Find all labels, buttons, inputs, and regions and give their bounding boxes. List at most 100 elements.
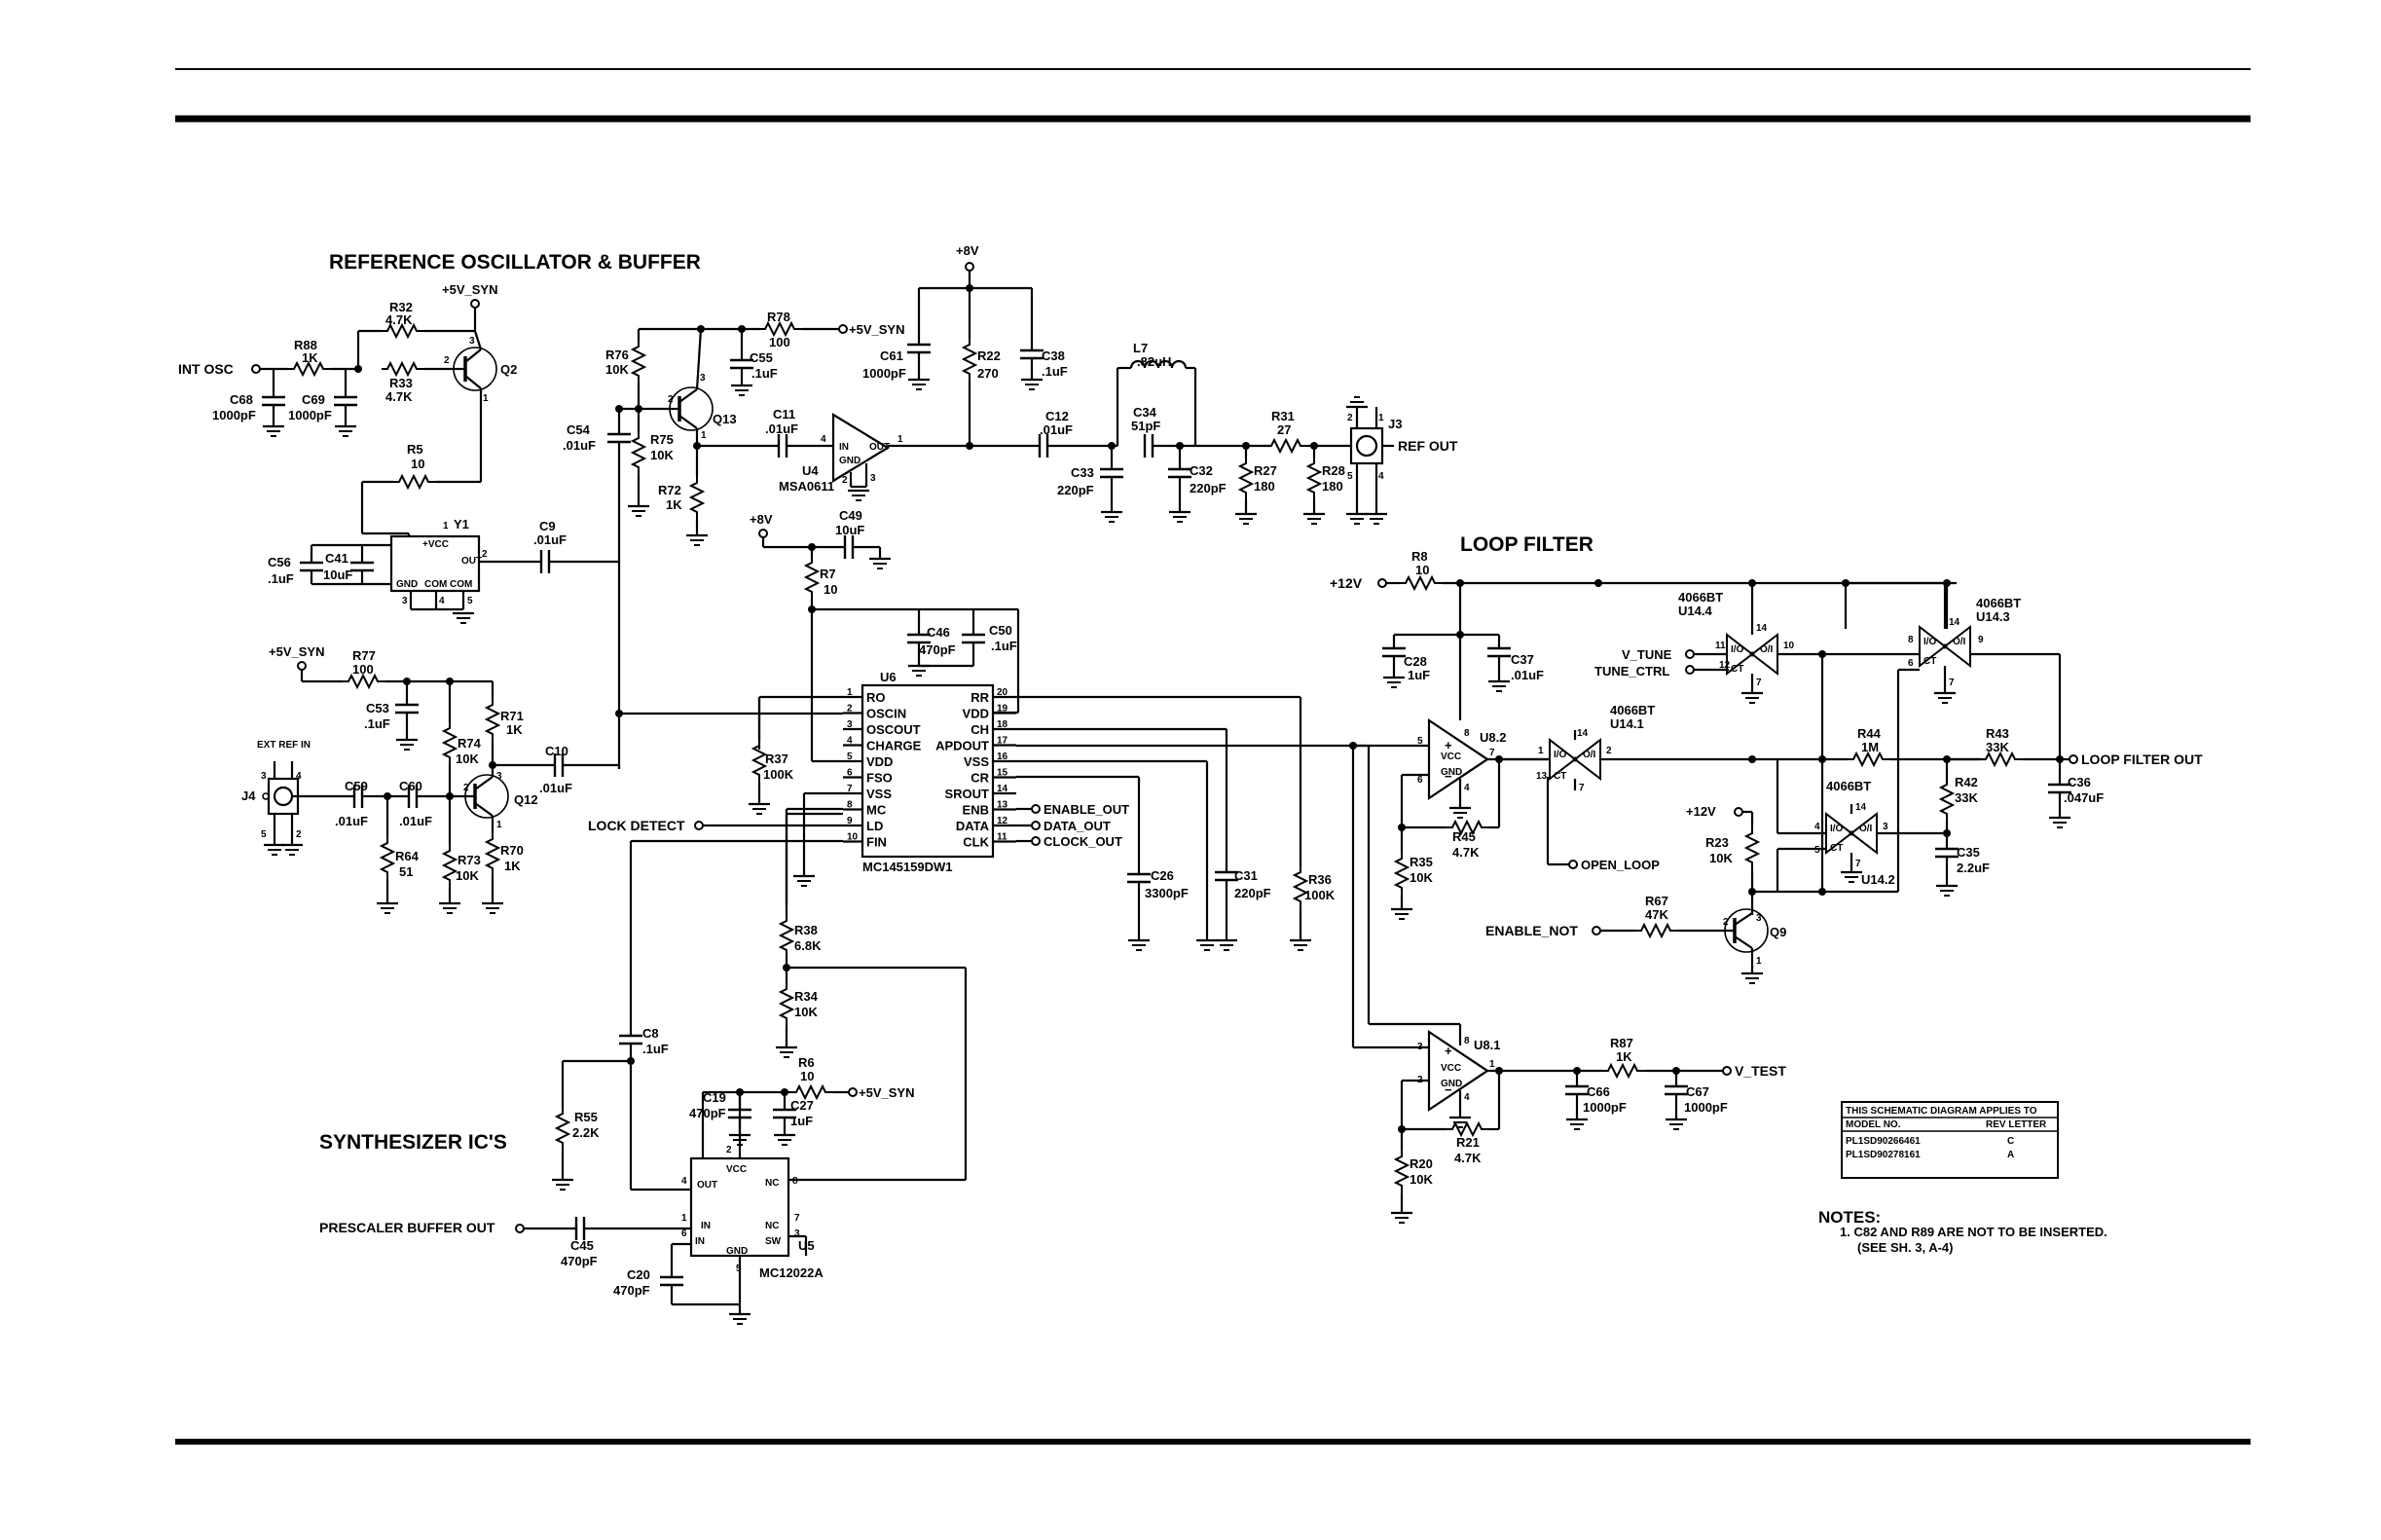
svg-text:100: 100 xyxy=(769,335,790,349)
svg-text:7: 7 xyxy=(1949,678,1955,688)
svg-text:C54: C54 xyxy=(567,422,591,437)
svg-text:C35: C35 xyxy=(1957,845,1980,860)
svg-text:L7: L7 xyxy=(1133,341,1148,355)
c10-capacitor: C10.01uF xyxy=(493,744,621,795)
svg-text:1K: 1K xyxy=(1616,1049,1632,1064)
svg-text:IN: IN xyxy=(701,1221,711,1231)
svg-text:A: A xyxy=(2007,1150,2014,1160)
svg-text:1M: 1M xyxy=(1861,740,1879,754)
svg-text:R21: R21 xyxy=(1456,1135,1480,1150)
svg-text:10: 10 xyxy=(1783,641,1795,651)
svg-text:NC: NC xyxy=(765,1221,779,1231)
svg-text:470pF: 470pF xyxy=(613,1283,650,1298)
svg-text:COM: COM xyxy=(424,579,447,590)
svg-text:I/O: I/O xyxy=(1923,637,1937,647)
svg-text:C49: C49 xyxy=(839,508,862,523)
svg-text:1K: 1K xyxy=(506,722,523,737)
svg-text:7: 7 xyxy=(1489,748,1495,758)
svg-text:CHARGE: CHARGE xyxy=(866,739,922,753)
svg-text:VCC: VCC xyxy=(726,1164,747,1175)
svg-text:1000pF: 1000pF xyxy=(1684,1100,1728,1115)
svg-text:7: 7 xyxy=(1855,859,1861,869)
svg-text:6: 6 xyxy=(1908,658,1914,669)
svg-text:J3: J3 xyxy=(1388,417,1402,431)
svg-text:2: 2 xyxy=(296,829,302,840)
svg-text:8: 8 xyxy=(792,1176,798,1187)
svg-text:2: 2 xyxy=(668,394,674,405)
svg-text:1: 1 xyxy=(496,820,502,830)
svg-text:10K: 10K xyxy=(456,868,479,883)
applies-to-table: THIS SCHEMATIC DIAGRAM APPLIES TO MODEL … xyxy=(1841,1101,2059,1179)
svg-text:7: 7 xyxy=(794,1213,800,1224)
svg-text:10: 10 xyxy=(1415,563,1429,577)
svg-text:2: 2 xyxy=(1606,746,1612,756)
svg-text:2: 2 xyxy=(482,549,488,560)
svg-text:220pF: 220pF xyxy=(1190,481,1227,495)
svg-text:1: 1 xyxy=(483,393,489,404)
svg-text:10K: 10K xyxy=(794,1005,818,1019)
svg-text:13: 13 xyxy=(997,800,1008,811)
c38-capacitor: C38.1uF xyxy=(1018,288,1068,391)
svg-text:J4: J4 xyxy=(241,788,256,803)
svg-text:−: − xyxy=(1445,1082,1452,1097)
svg-text:U8.1: U8.1 xyxy=(1474,1038,1500,1052)
svg-text:10: 10 xyxy=(800,1069,814,1083)
svg-text:R76: R76 xyxy=(605,348,629,362)
svg-text:CLK: CLK xyxy=(963,835,989,850)
p8v-r7: +8V xyxy=(750,512,845,549)
svg-text:7: 7 xyxy=(1579,783,1585,793)
svg-text:R22: R22 xyxy=(977,348,1001,363)
svg-text:3: 3 xyxy=(496,771,502,782)
svg-text:33K: 33K xyxy=(1986,740,2009,754)
svg-text:C53: C53 xyxy=(366,701,389,715)
svg-text:C9: C9 xyxy=(539,519,556,533)
svg-text:C59: C59 xyxy=(345,779,368,793)
svg-text:15: 15 xyxy=(997,768,1008,779)
svg-text:(SEE SH. 3, A-4): (SEE SH. 3, A-4) xyxy=(1857,1240,1953,1255)
svg-text:220pF: 220pF xyxy=(1057,483,1094,497)
svg-text:OUT: OUT xyxy=(697,1180,717,1191)
svg-text:4066BT: 4066BT xyxy=(1976,596,2021,610)
svg-text:.01uF: .01uF xyxy=(335,814,368,828)
svg-text:DATA: DATA xyxy=(956,819,990,833)
svg-text:10: 10 xyxy=(411,457,424,471)
svg-text:27: 27 xyxy=(1277,422,1291,437)
svg-text:4066BT: 4066BT xyxy=(1678,590,1723,605)
svg-text:INT OSC: INT OSC xyxy=(178,361,234,377)
svg-text:MODEL NO.: MODEL NO. xyxy=(1846,1119,1901,1130)
svg-text:I/O: I/O xyxy=(1554,750,1567,760)
svg-text:I/O: I/O xyxy=(1731,644,1744,655)
open-loop: OPEN_LOOP xyxy=(1548,858,1660,872)
svg-text:OSCOUT: OSCOUT xyxy=(866,722,921,737)
svg-text:.1uF: .1uF xyxy=(1042,364,1068,379)
svg-text:R73: R73 xyxy=(458,853,481,867)
svg-text:14: 14 xyxy=(997,784,1008,794)
svg-text:C31: C31 xyxy=(1234,868,1258,883)
svg-text:GND: GND xyxy=(1441,1079,1462,1089)
svg-text:3300pF: 3300pF xyxy=(1145,886,1189,900)
svg-text:C36: C36 xyxy=(2068,775,2091,789)
svg-text:O/I: O/I xyxy=(1760,644,1774,655)
svg-text:C19: C19 xyxy=(703,1090,726,1105)
svg-text:47K: 47K xyxy=(1645,907,1668,922)
lock-detect: LOCK DETECT xyxy=(588,818,704,833)
svg-text:OSCIN: OSCIN xyxy=(866,707,906,721)
c59-capacitor: C59 .01uF xyxy=(292,779,376,828)
